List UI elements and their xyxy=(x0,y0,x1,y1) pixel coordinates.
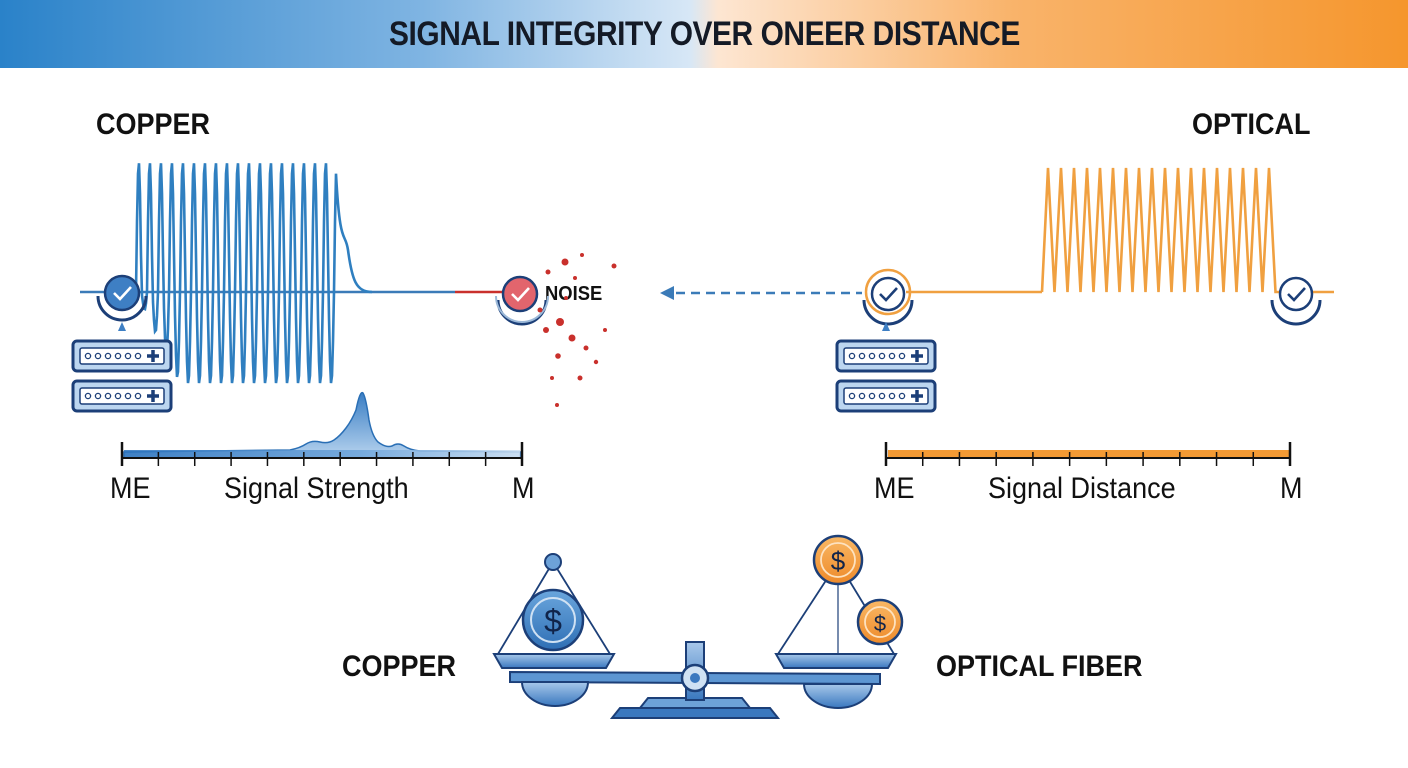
pointer-arrow-icon xyxy=(118,322,126,331)
optical-axis-title: Signal Distance xyxy=(988,472,1176,505)
check-icon xyxy=(113,286,132,301)
noise-particles xyxy=(537,253,617,407)
copper-signal-strength-axis xyxy=(120,391,524,466)
copper-start-node xyxy=(96,274,148,331)
pointer-arrow-icon xyxy=(882,322,890,331)
dollar-coin-icon-optical-small: $ xyxy=(856,598,904,646)
copper-waveform xyxy=(134,163,373,384)
svg-text:$: $ xyxy=(544,603,562,639)
dollar-coin-icon-copper: $ xyxy=(521,588,585,652)
dollar-coin-icon-optical-large: $ xyxy=(812,534,864,586)
dashed-arrow-icon xyxy=(660,286,862,300)
check-icon xyxy=(1287,287,1306,302)
copper-server-icon xyxy=(71,339,173,413)
scale-left-label: COPPER xyxy=(342,650,457,683)
balance-scale-icon xyxy=(492,553,898,719)
svg-text:$: $ xyxy=(831,546,846,576)
noise-label: NOISE xyxy=(545,283,603,305)
scale-right-label: OPTICAL FIBER xyxy=(936,650,1143,683)
noise-node xyxy=(495,275,549,326)
optical-start-node xyxy=(862,268,914,331)
header-banner: SIGNAL INTEGRITY OVER ONEER DISTANCE xyxy=(0,0,1408,68)
optical-waveform xyxy=(1040,167,1278,294)
optical-server-icon xyxy=(835,339,937,413)
check-icon xyxy=(511,287,530,302)
page-title: SIGNAL INTEGRITY OVER ONEER DISTANCE xyxy=(388,14,1020,53)
copper-panel-title: COPPER xyxy=(96,108,211,141)
copper-axis-title: Signal Strength xyxy=(224,472,409,505)
copper-axis-left-label: ME xyxy=(110,472,151,505)
copper-axis-right-label: M xyxy=(512,472,535,505)
check-icon xyxy=(879,287,898,302)
optical-signal-distance-axis xyxy=(884,442,1292,466)
optical-panel-title: OPTICAL xyxy=(1192,108,1311,141)
svg-text:$: $ xyxy=(874,611,886,636)
optical-axis-left-label: ME xyxy=(874,472,915,505)
optical-axis-right-label: M xyxy=(1280,472,1303,505)
optical-end-node xyxy=(1270,276,1322,326)
